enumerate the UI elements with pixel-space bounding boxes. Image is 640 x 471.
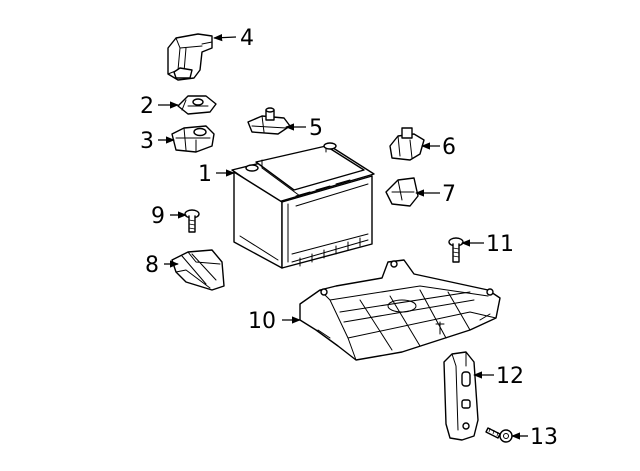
- callout-12: 12: [496, 364, 524, 389]
- part-13-bolt: [485, 427, 513, 443]
- callout-7: 7: [442, 182, 456, 207]
- callout-8: 8: [145, 253, 159, 278]
- callout-1: 1: [198, 162, 212, 187]
- callout-11: 11: [486, 232, 514, 257]
- callout-10: 10: [248, 309, 276, 334]
- part-11-bolt: [448, 237, 464, 263]
- callout-2: 2: [140, 94, 154, 119]
- callout-6: 6: [442, 135, 456, 160]
- callout-3: 3: [140, 129, 154, 154]
- part-10-battery-tray: [299, 259, 501, 361]
- part-12-bracket: [443, 351, 479, 441]
- callout-labels: 4 2 3 5 6 7 1 9 8 11 10 12 13: [140, 26, 558, 450]
- part-9-bolt: [184, 209, 200, 233]
- part-7-bracket: [385, 177, 419, 207]
- part-2-terminal-clamp: [177, 95, 217, 115]
- part-5-terminal-clamp: [247, 107, 291, 135]
- part-6-connector: [389, 127, 425, 161]
- leader-4: [213, 33, 237, 42]
- part-1-battery: [231, 142, 375, 269]
- callout-5: 5: [309, 116, 323, 141]
- callout-9: 9: [151, 204, 165, 229]
- callout-4: 4: [240, 26, 254, 51]
- callout-13: 13: [530, 425, 558, 450]
- part-8-hold-down: [171, 249, 225, 291]
- part-4-terminal-cover: [167, 33, 213, 81]
- part-3-terminal-clamp: [171, 125, 215, 153]
- leader-lines: [158, 33, 528, 440]
